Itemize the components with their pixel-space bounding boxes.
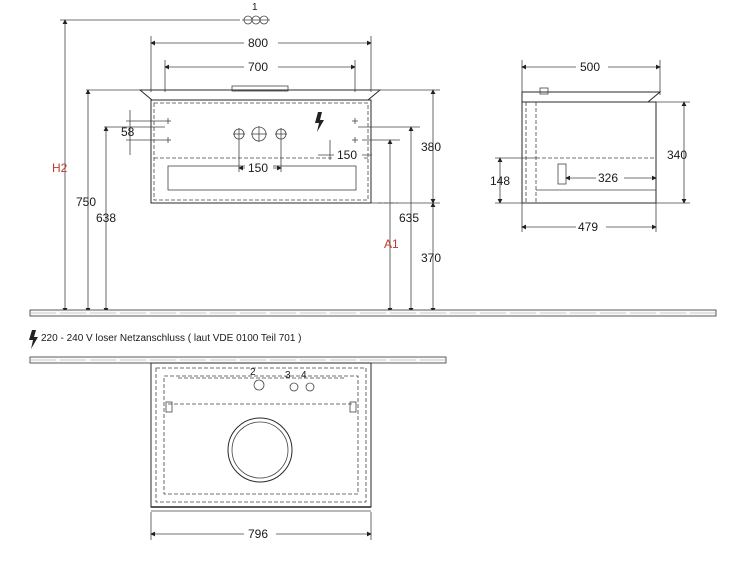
dim-380: 380 [421,140,441,154]
label-a1: A1 [384,237,399,251]
tap-hole-2 [253,379,265,391]
dim-500: 500 [580,60,600,74]
position-1-label: 1 [252,2,258,13]
position-4-label: 4 [301,370,307,381]
tap-hole-3 [289,382,299,392]
basin-bowl [227,417,293,483]
dim-800: 800 [248,36,268,50]
front-view: 1 800 700 [52,2,441,313]
dim-635: 635 [399,211,419,225]
electrical-note: 220 - 240 V loser Netzanschluss ( laut V… [29,330,302,349]
floor-line [29,309,717,317]
overflow-symbol-icon: 1 [242,2,270,25]
dim-750: 750 [76,195,96,209]
dim-150-side: 150 [337,148,357,162]
dim-700: 700 [248,60,268,74]
label-h2: H2 [52,161,68,175]
plan-view: 2 3 4 796 [29,356,447,541]
tap-hole-4 [305,382,315,392]
dim-370: 370 [421,251,441,265]
dim-638: 638 [96,211,116,225]
electrical-note-text: 220 - 240 V loser Netzanschluss ( laut V… [41,333,302,344]
position-3-label: 3 [285,370,291,381]
side-view: 500 340 148 326 479 [490,60,690,234]
lightning-icon [315,112,324,132]
mounting-cross-markers [165,118,358,143]
dim-340: 340 [667,148,687,162]
dim-148: 148 [490,174,510,188]
dim-479: 479 [578,220,598,234]
tap-holes [233,126,287,142]
dim-150-taps: 150 [248,161,268,175]
dim-326: 326 [598,171,618,185]
dim-58: 58 [121,125,135,139]
dim-796: 796 [248,527,268,541]
lightning-icon [29,330,38,349]
position-2-label: 2 [250,367,256,378]
